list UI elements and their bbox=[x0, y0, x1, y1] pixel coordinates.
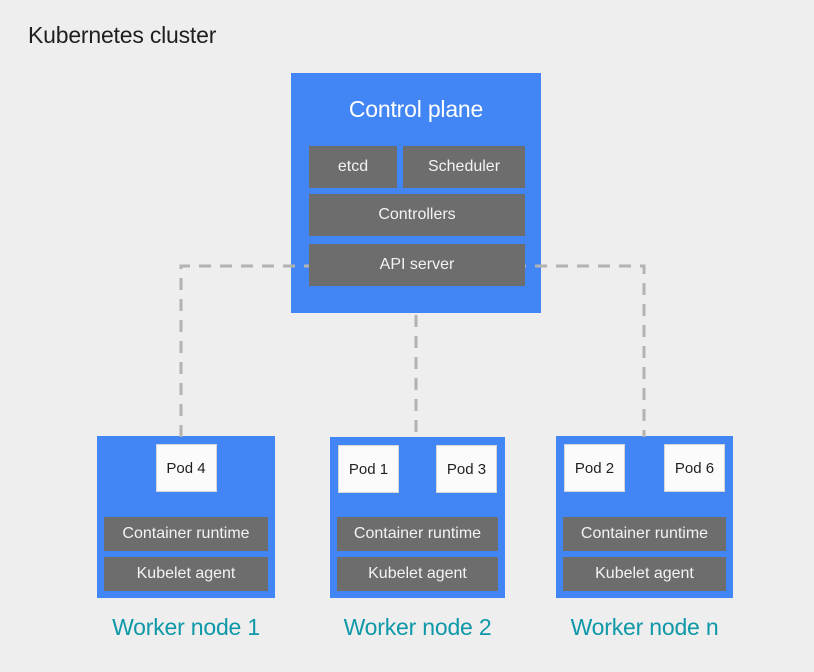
layer-container-runtime: Container runtime bbox=[563, 517, 726, 551]
pod-row: Pod 4 bbox=[104, 444, 268, 492]
worker-node-2-box: Pod 1 Pod 3 Container runtime Kubelet ag… bbox=[330, 437, 505, 598]
component-scheduler: Scheduler bbox=[403, 146, 525, 188]
worker-node-n-label: Worker node n bbox=[570, 614, 719, 640]
layer-container-runtime: Container runtime bbox=[104, 517, 268, 551]
component-controllers: Controllers bbox=[309, 194, 525, 236]
pod-box: Pod 1 bbox=[338, 445, 399, 493]
pod-box: Pod 6 bbox=[664, 444, 725, 492]
worker-node-1-label: Worker node 1 bbox=[112, 614, 260, 640]
layer-kubelet-agent: Kubelet agent bbox=[104, 557, 268, 591]
pod-box: Pod 2 bbox=[564, 444, 625, 492]
node-spacer bbox=[563, 492, 726, 511]
pod-box: Pod 3 bbox=[436, 445, 497, 493]
layer-container-runtime: Container runtime bbox=[337, 517, 498, 551]
pod-row: Pod 1 Pod 3 bbox=[337, 445, 498, 493]
pod-box: Pod 4 bbox=[155, 444, 217, 492]
node-spacer bbox=[337, 493, 498, 511]
worker-node-2-label: Worker node 2 bbox=[343, 614, 492, 640]
component-api-server: API server bbox=[309, 244, 525, 286]
page-title: Kubernetes cluster bbox=[28, 22, 217, 48]
pod-row: Pod 2 Pod 6 bbox=[563, 444, 726, 492]
layer-kubelet-agent: Kubelet agent bbox=[337, 557, 498, 591]
control-plane-box: Control plane etcd Scheduler Controllers… bbox=[291, 73, 541, 313]
node-spacer bbox=[104, 492, 268, 511]
worker-node-1-box: Pod 4 Container runtime Kubelet agent bbox=[97, 436, 275, 598]
layer-kubelet-agent: Kubelet agent bbox=[563, 557, 726, 591]
worker-node-n-box: Pod 2 Pod 6 Container runtime Kubelet ag… bbox=[556, 436, 733, 598]
control-plane-title: Control plane bbox=[348, 96, 484, 122]
component-etcd: etcd bbox=[309, 146, 397, 188]
